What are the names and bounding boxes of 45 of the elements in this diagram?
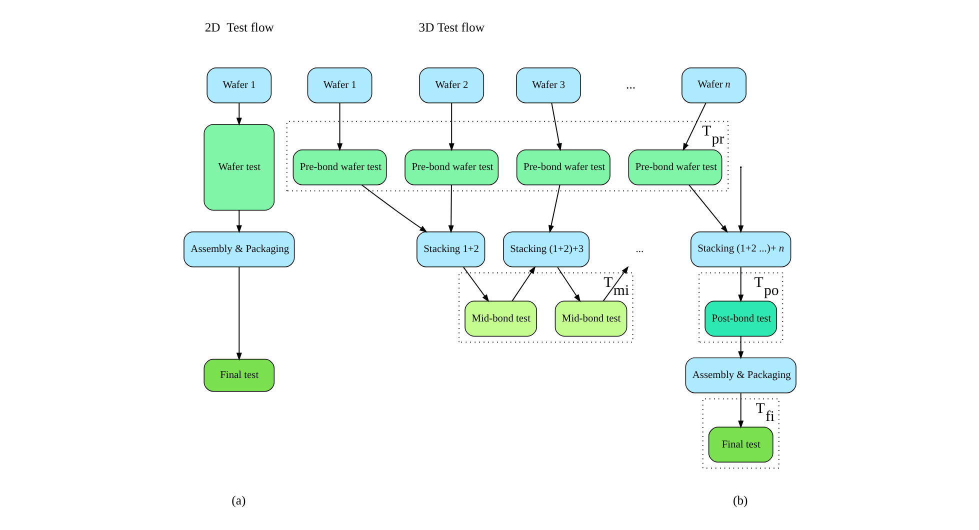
node-box: Pre-bond wafer test: [292, 149, 386, 186]
arrow: [738, 392, 744, 428]
arrow: [548, 184, 560, 234]
arrow: [738, 336, 744, 360]
node-box: Wafer 1: [306, 67, 372, 104]
arrow: [336, 102, 342, 152]
arrow: [682, 102, 706, 152]
arrow: [550, 102, 562, 152]
arrow: [448, 184, 454, 234]
arrow: [236, 102, 242, 126]
node-box: Stacking (1+2)+3: [502, 231, 590, 268]
node-box: Final test: [708, 426, 773, 463]
label: (b): [732, 493, 748, 508]
arrow: [602, 266, 628, 302]
node-box: Wafer n: [681, 67, 746, 104]
node-box: Assembly & Packaging: [183, 231, 294, 268]
arrow: [556, 266, 580, 302]
node-box: Pre-bond wafer test: [404, 149, 498, 186]
node-text: ...: [635, 244, 644, 256]
node-box: Mid-bond test: [464, 300, 536, 337]
node-box: Stacking 1+2: [416, 231, 485, 268]
node-box: Wafer 3: [516, 67, 580, 104]
arrow: [236, 266, 242, 361]
label: 3D Test flow: [418, 20, 484, 35]
label: (a): [231, 493, 246, 508]
arrow: [448, 102, 454, 152]
node-box: Wafer 2: [418, 67, 484, 104]
node-box: Stacking (1+2 ...)+ n: [690, 231, 791, 268]
label: 2D Test flow: [204, 20, 274, 35]
node-box: Wafer test: [203, 124, 274, 211]
node-box: Post-bond test: [704, 300, 776, 337]
node-box: Mid-bond test: [554, 300, 627, 337]
arrow: [462, 266, 489, 302]
arrow: [688, 184, 728, 233]
node-box: Final test: [203, 358, 274, 392]
arrow: [360, 184, 427, 233]
node-box: Assembly & Packaging: [684, 357, 796, 394]
arrow: [236, 210, 242, 234]
label: ...: [626, 77, 636, 92]
arrow: [738, 168, 744, 234]
arrow: [511, 266, 536, 302]
node-box: Pre-bond wafer test: [516, 149, 610, 186]
node-box: Wafer 1: [206, 67, 272, 104]
arrow: [738, 266, 744, 303]
node-box: Pre-bond wafer test: [628, 149, 722, 186]
